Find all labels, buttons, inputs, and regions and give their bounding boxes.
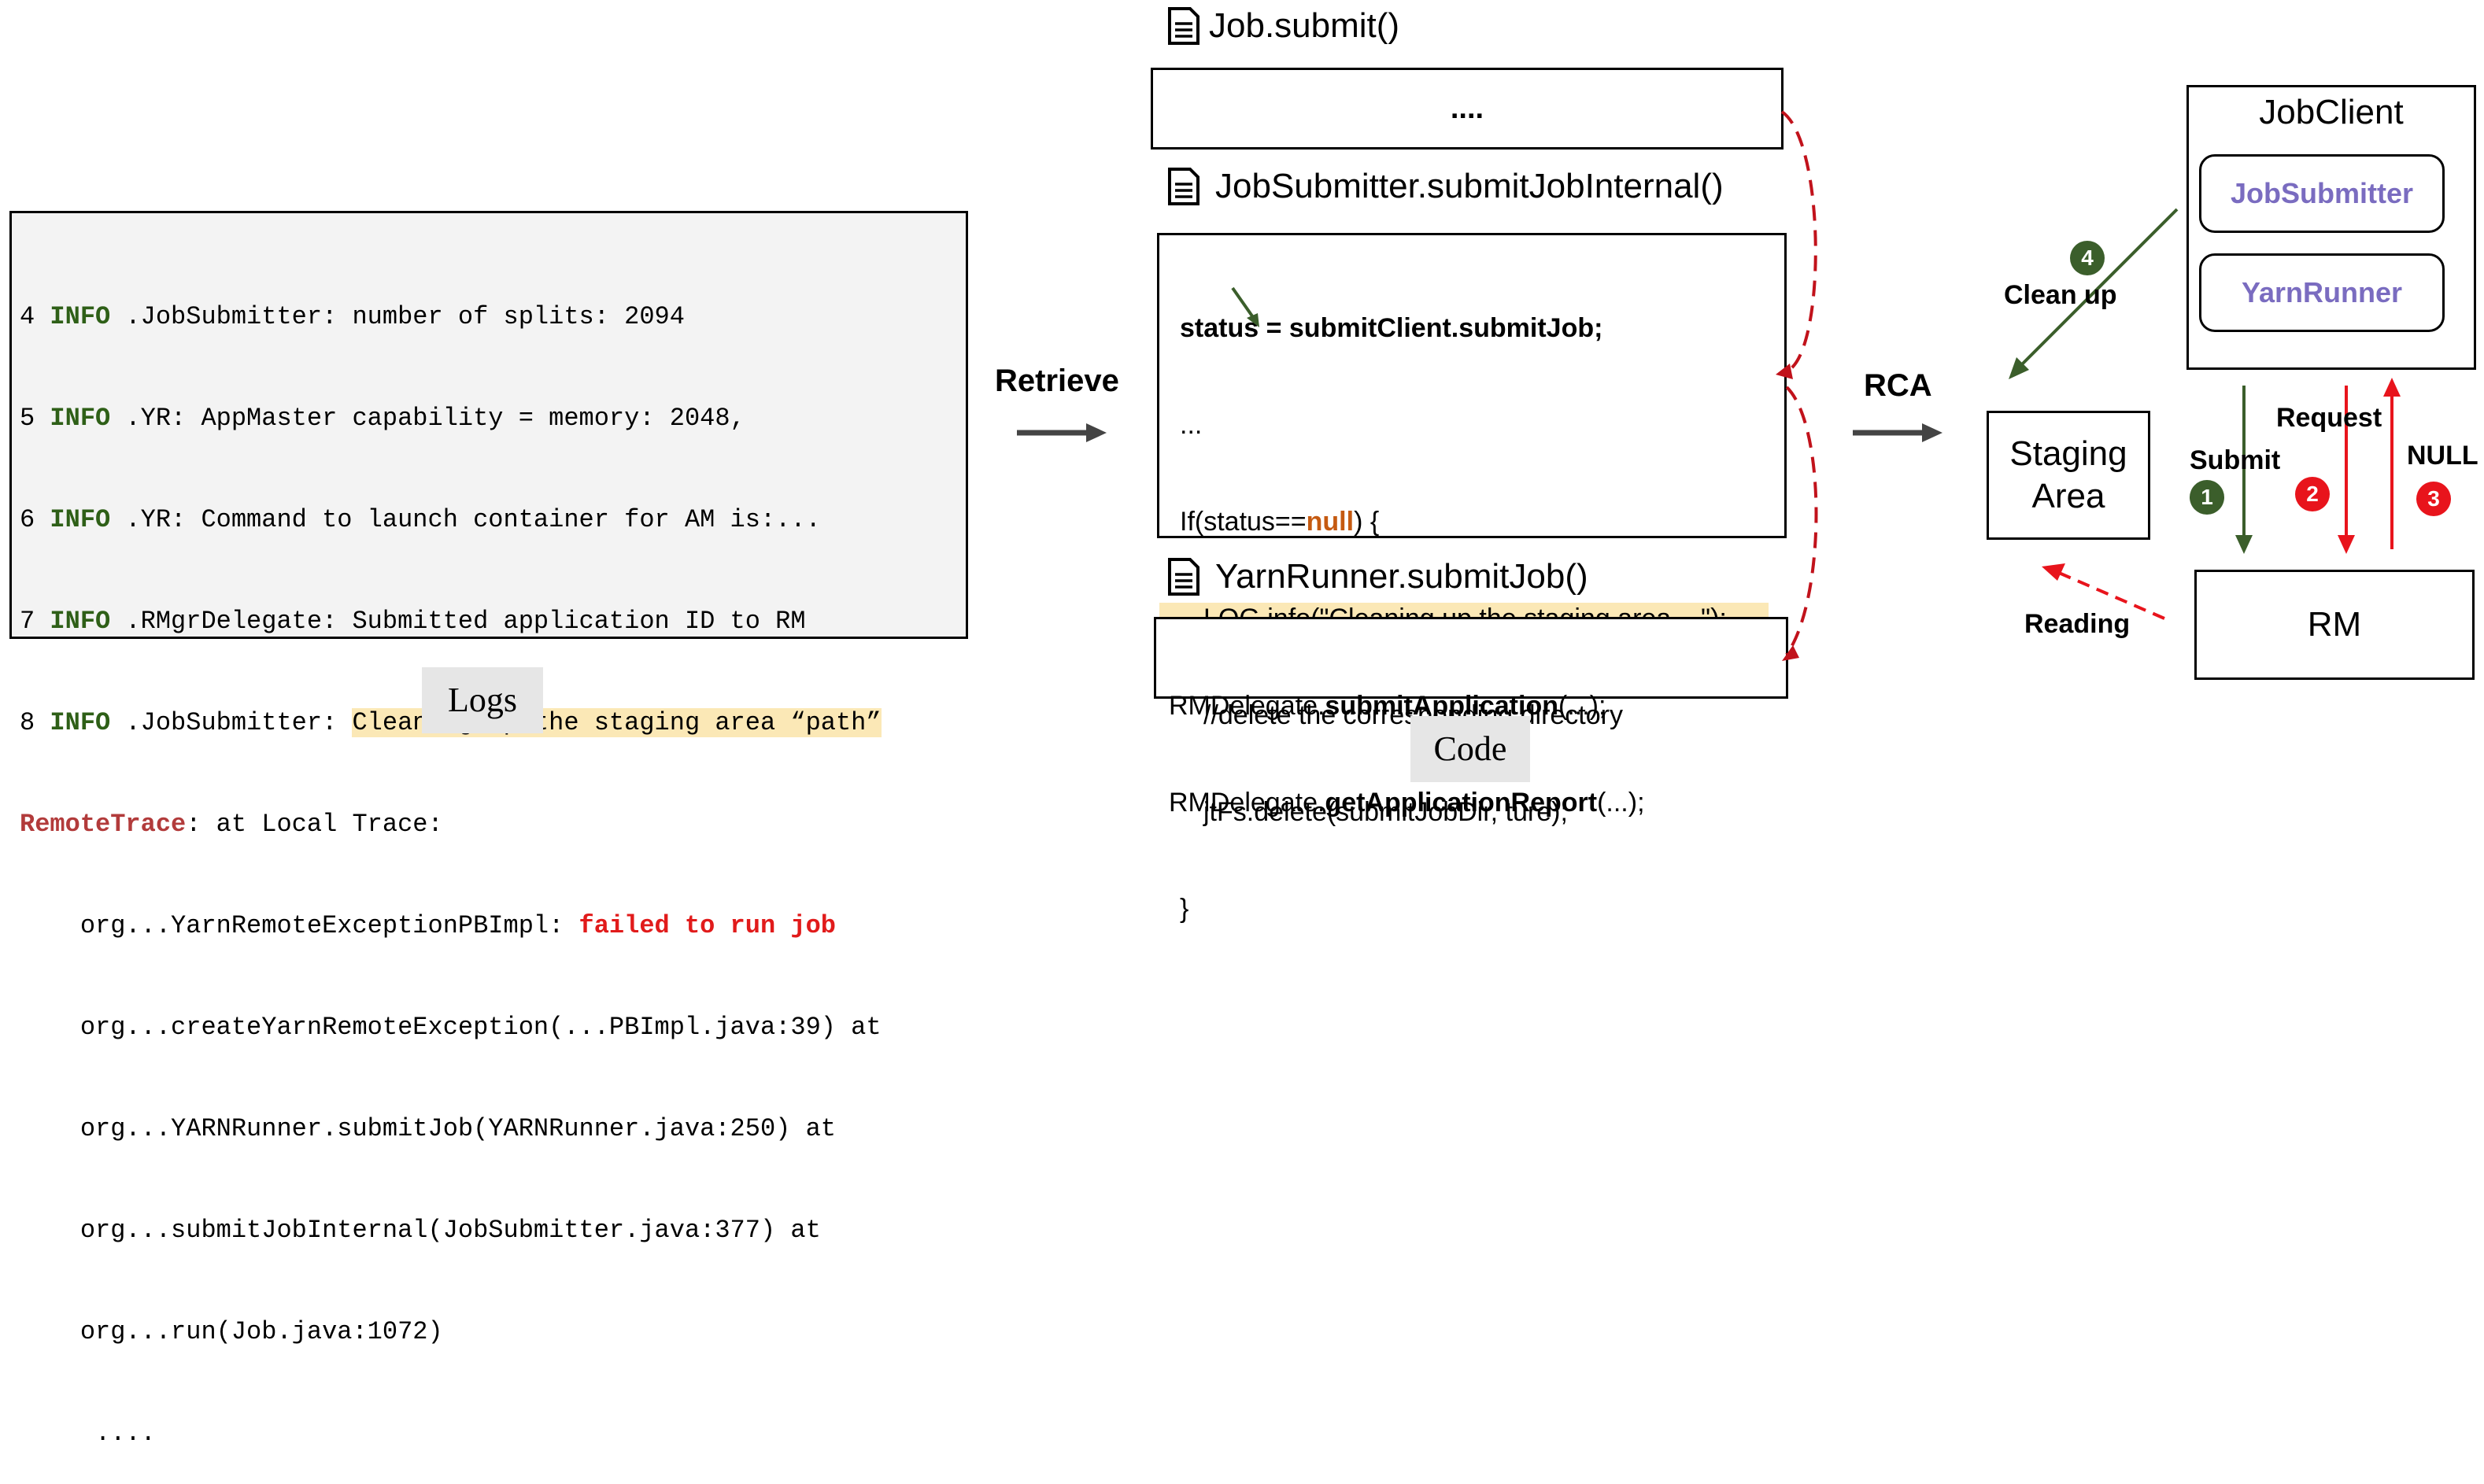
reading-arrow (2042, 563, 2165, 620)
job-submit-box: .... (1151, 68, 1784, 150)
rca-label: RCA (1864, 368, 1932, 403)
step-2-badge: 2 (2295, 477, 2330, 511)
job-submit-title: Job.submit() (1166, 6, 1399, 46)
clean-up-label: Clean up (2004, 280, 2117, 310)
submit-arrow (2235, 386, 2253, 554)
logs-caption: Logs (422, 667, 543, 733)
error-text: failed to run job (578, 911, 836, 940)
trace-line: org...run(Job.java:1072) (20, 1317, 443, 1346)
call-flow-arrows (1776, 110, 1818, 661)
status-pointer-arrow (1231, 286, 1259, 327)
code-line: If(status==null) { (1180, 507, 1380, 537)
log-line: 6 INFO .YR: Command to launch container … (20, 505, 821, 534)
code-line: ... (1180, 410, 1203, 440)
yarnrunner-node: YarnRunner (2199, 253, 2445, 332)
null-label: NULL (2407, 441, 2478, 471)
code-line: //delete the corresponding directory (1203, 700, 1623, 730)
trace-line: .... (20, 1419, 156, 1448)
job-submitter-box: status = submitClient.submitJob; ... If(… (1157, 233, 1787, 924)
jobclient-label: JobClient (2259, 93, 2404, 131)
request-arrow (2338, 386, 2355, 554)
submit-label: Submit (2190, 445, 2281, 475)
log-line: 4 INFO .JobSubmitter: number of splits: … (20, 302, 685, 331)
code-line: RMDelegate.submitApplication(...); (1169, 691, 1606, 721)
reading-label: Reading (2024, 609, 2131, 639)
staging-area-box: Staging Area (1987, 411, 2150, 540)
code-line: } (1180, 894, 1189, 924)
document-icon (1168, 7, 1199, 45)
log-line: 5 INFO .YR: AppMaster capability = memor… (20, 404, 745, 433)
step-1-badge: 1 (2190, 480, 2224, 515)
rm-box: RM (2194, 570, 2475, 680)
code-line: RMDelegate.getApplicationReport(...); (1169, 788, 1645, 818)
remote-trace-line: RemoteTrace: at Local Trace: (20, 810, 443, 839)
request-label: Request (2276, 403, 2382, 433)
retrieve-arrow (1017, 423, 1107, 442)
trace-line: org...YarnRemoteExceptionPBImpl: failed … (20, 911, 836, 940)
step-4-badge: 4 (2070, 241, 2105, 275)
retrieve-label: Retrieve (995, 364, 1119, 398)
jobsubmitter-node: JobSubmitter (2199, 154, 2445, 233)
clean-up-arrow (2009, 208, 2179, 379)
yarn-runner-box: RMDelegate.submitApplication(...); RMDel… (1154, 617, 1788, 818)
yarn-runner-title: YarnRunner.submitJob() (1166, 557, 1588, 596)
null-arrow (2383, 378, 2401, 549)
code-caption: Code (1410, 716, 1530, 782)
job-submitter-title: JobSubmitter.submitJobInternal() (1166, 167, 1724, 206)
trace-line: org...YARNRunner.submitJob(YARNRunner.ja… (20, 1114, 836, 1143)
document-icon (1168, 558, 1199, 596)
log-line: 7 INFO .RMgrDelegate: Submitted applicat… (20, 607, 806, 636)
document-icon (1168, 168, 1199, 205)
rca-arrow (1853, 423, 1942, 442)
trace-line: org...submitJobInternal(JobSubmitter.jav… (20, 1216, 821, 1245)
trace-line: org...createYarnRemoteException(...PBImp… (20, 1013, 882, 1042)
step-3-badge: 3 (2416, 482, 2451, 516)
code-line: status = submitClient.submitJob; (1180, 313, 1603, 343)
logs-panel: 4 INFO .JobSubmitter: number of splits: … (9, 211, 968, 1448)
